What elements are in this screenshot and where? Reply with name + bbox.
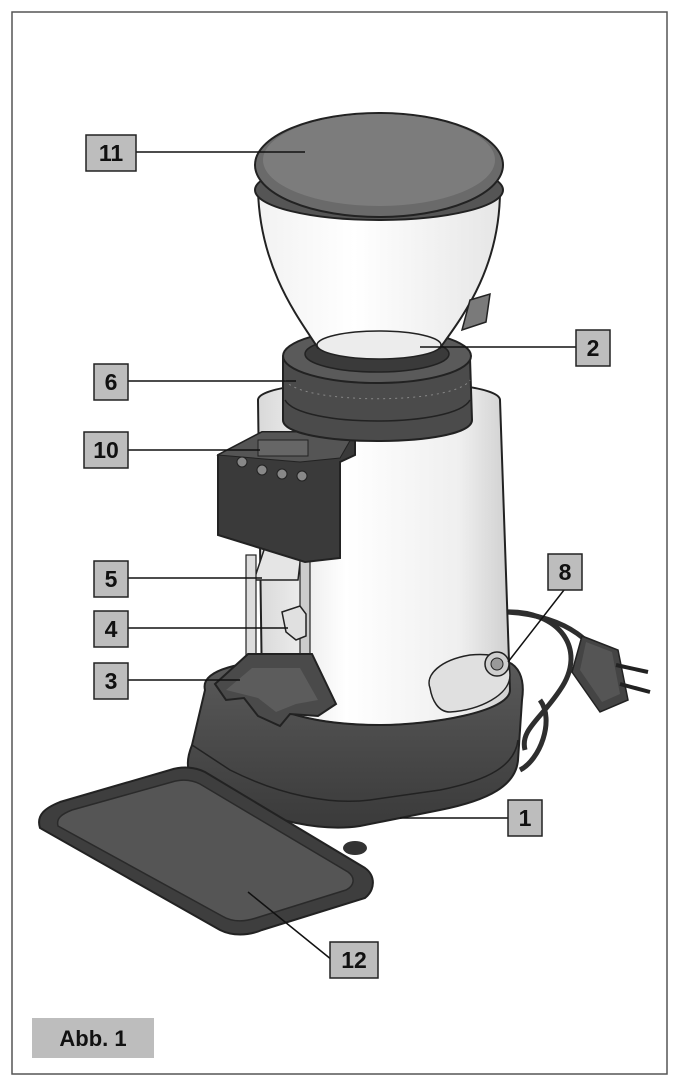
callout-3: 3 xyxy=(93,662,129,700)
display-screen xyxy=(257,439,309,457)
svg-text:11: 11 xyxy=(99,140,124,166)
callout-5: 5 xyxy=(93,560,129,598)
control-panel xyxy=(216,431,356,564)
bean-hopper xyxy=(256,189,502,360)
panel-button-icon xyxy=(256,464,268,476)
power-switch xyxy=(428,651,511,713)
drip-tray xyxy=(38,766,374,936)
panel-button-icon xyxy=(276,468,288,480)
grind-switch xyxy=(281,605,307,641)
svg-text:3: 3 xyxy=(105,668,118,694)
panel-button-icon xyxy=(236,456,248,468)
svg-text:10: 10 xyxy=(93,437,119,463)
svg-text:2: 2 xyxy=(587,335,600,361)
svg-text:Abb. 1: Abb. 1 xyxy=(59,1026,126,1051)
callout-10: 10 xyxy=(83,431,129,469)
callout-6: 6 xyxy=(93,363,129,401)
svg-text:12: 12 xyxy=(341,947,367,973)
figure-frame xyxy=(11,11,668,1075)
svg-text:4: 4 xyxy=(105,616,118,642)
callout-2: 2 xyxy=(575,329,611,367)
callout-1: 1 xyxy=(507,799,543,837)
portafilter-rest xyxy=(213,653,338,728)
panel-button-icon xyxy=(296,470,308,482)
figure-caption: Abb. 1 xyxy=(32,1018,154,1058)
leader-lines xyxy=(128,151,576,961)
power-plug-icon xyxy=(571,635,651,713)
callout-12: 12 xyxy=(329,941,379,979)
callout-11: 11 xyxy=(85,134,137,172)
svg-text:6: 6 xyxy=(105,369,118,395)
callout-8: 8 xyxy=(547,553,583,591)
svg-text:1: 1 xyxy=(519,805,532,831)
svg-text:5: 5 xyxy=(105,566,118,592)
svg-text:8: 8 xyxy=(559,559,572,585)
callout-4: 4 xyxy=(93,610,129,648)
hopper-lid xyxy=(254,112,504,221)
